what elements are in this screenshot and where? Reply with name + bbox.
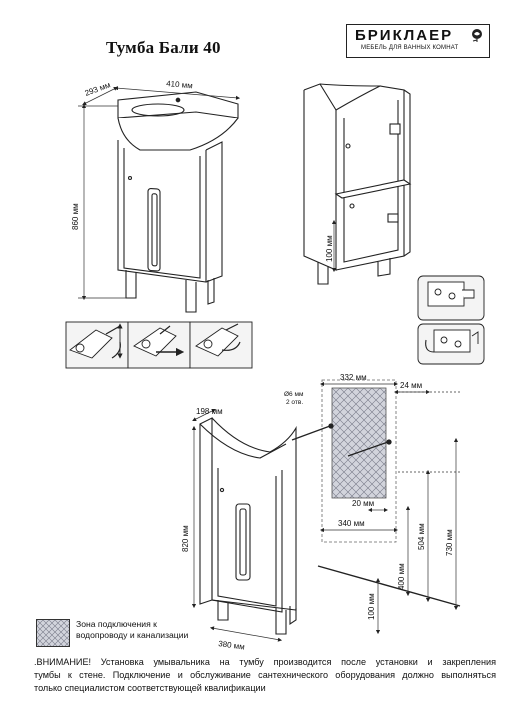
notice-line-3: только специалистом соответствующей квал… bbox=[34, 683, 266, 693]
rose-icon bbox=[472, 29, 482, 42]
notice-line-1: .ВНИМАНИЕ! Установка умывальника на тумб… bbox=[34, 657, 496, 667]
brand-logo: БРИКЛАЕР МЕБЕЛЬ ДЛЯ ВАННЫХ КОМНАТ bbox=[346, 24, 490, 58]
front-view-dimensions bbox=[78, 86, 241, 301]
connection-zone bbox=[321, 379, 397, 543]
dim-cabinet-height: 820 мм bbox=[181, 525, 190, 552]
dim-zone-inner-offset: 20 мм bbox=[352, 499, 374, 508]
hole-note-count: 2 отв. bbox=[286, 399, 303, 406]
mounting-screws bbox=[291, 423, 392, 457]
dim-zone-lower-width: 340 мм bbox=[338, 519, 365, 528]
dim-cabinet-width: 380 мм bbox=[218, 639, 246, 652]
hinge-detail-panel-bottom bbox=[417, 323, 485, 365]
page-title: Тумба Бали 40 bbox=[106, 38, 221, 57]
hinge-detail-panel-top bbox=[417, 275, 485, 321]
hinge-adjustment-panel-3 bbox=[189, 321, 253, 369]
dim-leg-height-front: 100 мм bbox=[367, 593, 376, 620]
hinge-adjustment-panel-1 bbox=[65, 321, 129, 369]
dim-cabinet-depth: 198 мм bbox=[196, 407, 223, 416]
interior-view-drawing bbox=[303, 83, 412, 285]
legend-line-1: Зона подключения к bbox=[76, 619, 157, 629]
cabinet-install-drawing bbox=[199, 417, 297, 635]
warning-notice: .ВНИМАНИЕ! Установка умывальника на тумб… bbox=[34, 656, 496, 695]
dim-height-504: 504 мм bbox=[417, 523, 426, 550]
brand-tagline: МЕБЕЛЬ ДЛЯ ВАННЫХ КОМНАТ bbox=[361, 45, 459, 51]
dim-zone-width: 332 мм bbox=[340, 373, 367, 382]
legend-line-2: водопроводу и канализации bbox=[76, 630, 189, 640]
dim-top-width: 410 мм bbox=[166, 79, 193, 90]
hinge-adjustment-panel-2 bbox=[127, 321, 191, 369]
dim-height-730: 730 мм bbox=[445, 529, 454, 556]
notice-line-2: тумбы к стене. Подключение и обслуживани… bbox=[34, 670, 496, 680]
dim-height-400: 400 мм bbox=[397, 563, 406, 590]
brand-name: БРИКЛАЕР bbox=[355, 27, 454, 44]
legend-label: Зона подключения к водопроводу и канализ… bbox=[76, 619, 226, 641]
legend-hatch-swatch bbox=[36, 619, 70, 647]
wall-line bbox=[317, 565, 461, 607]
dim-top-depth: 293 мм bbox=[84, 80, 112, 98]
front-view-drawing bbox=[117, 91, 239, 313]
dim-total-height: 860 мм bbox=[71, 203, 80, 230]
dim-leg-height-side: 100 мм bbox=[325, 235, 334, 262]
install-dimensions bbox=[191, 381, 460, 642]
dim-zone-offset: 24 мм bbox=[400, 381, 422, 390]
hole-note-diameter: Ø6 мм bbox=[284, 391, 304, 398]
